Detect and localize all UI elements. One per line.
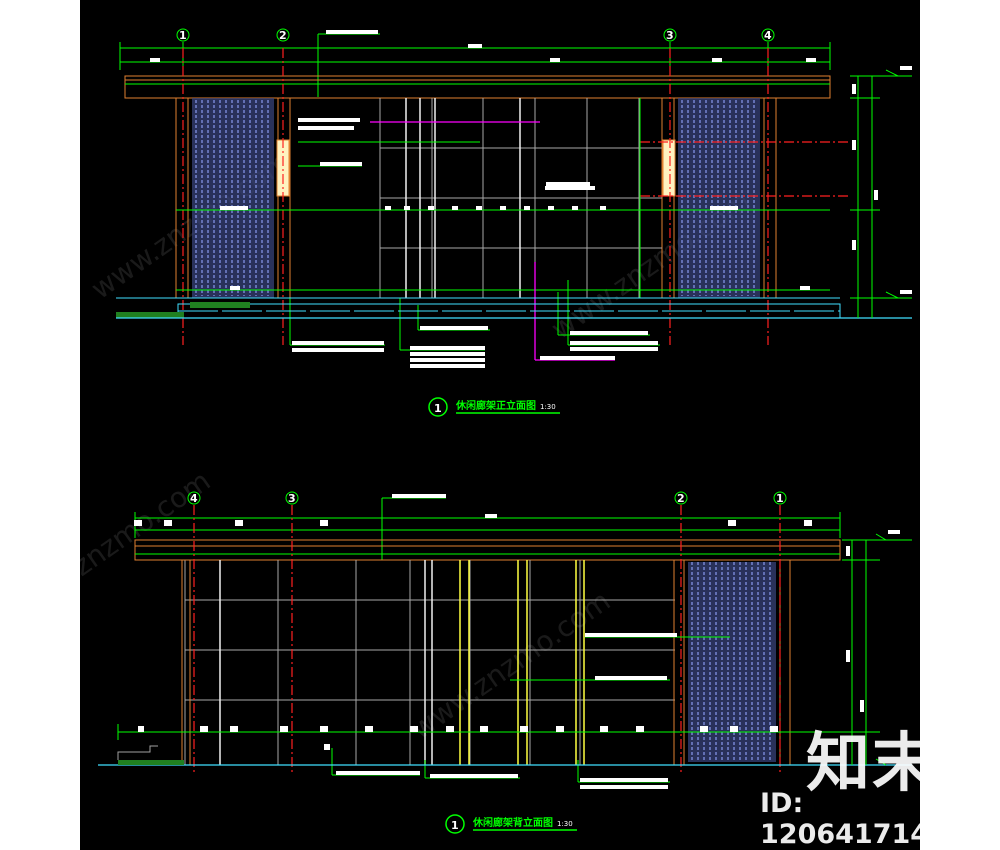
site-watermark-layer: www.znzmo.com www.znzmo.com www.znzmo.co… bbox=[80, 144, 756, 746]
back-elevation: 4 3 2 1 bbox=[98, 491, 912, 834]
grid-bubble: 1 bbox=[176, 28, 190, 42]
roof-beam bbox=[124, 75, 831, 99]
glass-mullions bbox=[405, 98, 521, 298]
svg-text:4: 4 bbox=[764, 29, 772, 42]
glass-curtain-wall bbox=[184, 560, 675, 765]
grid-bubble: 2 bbox=[674, 491, 688, 505]
grid-bubble: 3 bbox=[663, 28, 677, 42]
ground-base bbox=[116, 297, 912, 319]
left-louver-panel bbox=[175, 97, 291, 299]
yellow-posts bbox=[459, 560, 585, 765]
drawing-number: 1 bbox=[451, 819, 459, 832]
grid-axis-bubbles: 4 3 2 1 bbox=[187, 491, 787, 505]
svg-text:2: 2 bbox=[677, 492, 685, 505]
right-dimension-chain bbox=[850, 69, 912, 318]
drawing-title: 休闲廊架正立面图 bbox=[455, 399, 536, 412]
ground-base bbox=[98, 745, 912, 766]
front-elevation: 1 2 3 4 bbox=[116, 28, 912, 417]
annotation-text-marks bbox=[336, 633, 677, 789]
drawing-title: 休闲廊架背立面图 bbox=[472, 816, 553, 829]
glass-mullions bbox=[219, 560, 433, 765]
drawing-scale: 1:30 bbox=[557, 820, 573, 828]
drawing-number: 1 bbox=[434, 402, 442, 415]
svg-text:2: 2 bbox=[279, 29, 287, 42]
front-drawing-caption: 1 休闲廊架正立面图 1:30 bbox=[428, 397, 560, 417]
dimension-text-marks bbox=[150, 30, 816, 62]
top-dimension-chain bbox=[119, 33, 831, 97]
axis-lines bbox=[182, 48, 850, 345]
grid-axis-bubbles: 1 2 3 4 bbox=[176, 28, 775, 42]
grid-bubble: 4 bbox=[187, 491, 201, 505]
axis-lines bbox=[193, 505, 781, 775]
grid-bubble: 4 bbox=[761, 28, 775, 42]
svg-text:3: 3 bbox=[666, 29, 674, 42]
annotation-text-marks bbox=[292, 118, 658, 368]
right-dimension-chain bbox=[842, 533, 912, 766]
roof-beam bbox=[134, 539, 841, 561]
right-dimension-marks bbox=[846, 530, 900, 712]
grid-bubble: 2 bbox=[276, 28, 290, 42]
svg-text:3: 3 bbox=[288, 492, 296, 505]
right-louver-panel bbox=[661, 97, 777, 299]
drawing-scale: 1:30 bbox=[540, 403, 556, 411]
annotation-leaders bbox=[289, 141, 660, 351]
grid-bubble: 3 bbox=[285, 491, 299, 505]
svg-text:1: 1 bbox=[776, 492, 784, 505]
brand-watermark-logo: 知末 bbox=[806, 727, 938, 801]
mid-dimension-marks bbox=[138, 726, 778, 750]
site-watermark: www.znzmo.com bbox=[80, 464, 216, 626]
dimension-text-marks bbox=[134, 494, 812, 526]
cad-canvas: www.znzmo.com www.znzmo.com www.znzmo.co… bbox=[80, 0, 920, 850]
back-drawing-caption: 1 休闲廊架背立面图 1:30 bbox=[445, 814, 577, 834]
cad-elevation-drawing: www.znzmo.com www.znzmo.com www.znzmo.co… bbox=[80, 28, 912, 834]
svg-text:4: 4 bbox=[190, 492, 198, 505]
grid-bubble: 1 bbox=[773, 491, 787, 505]
asset-id-label: ID: 1206417147 bbox=[760, 788, 948, 850]
glass-curtain-wall bbox=[379, 98, 662, 298]
svg-text:1: 1 bbox=[179, 29, 187, 42]
top-dimension-chain bbox=[134, 497, 841, 560]
mid-dimension-marks bbox=[220, 186, 810, 290]
right-dimension-marks bbox=[852, 66, 912, 294]
